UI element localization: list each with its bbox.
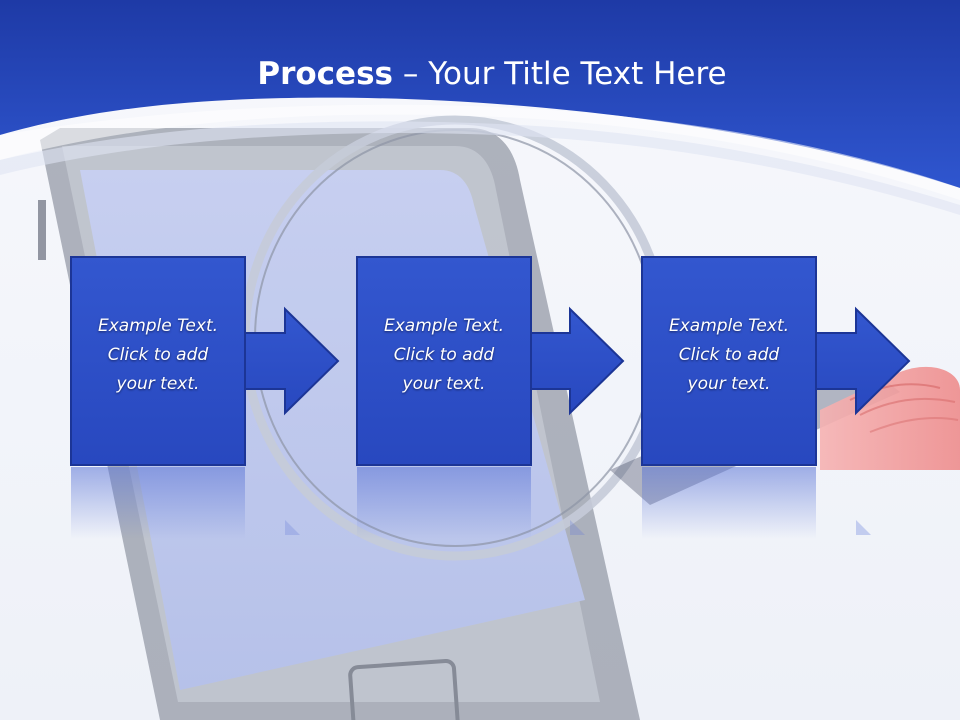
title-rest: – Your Title Text Here <box>402 56 727 92</box>
step-reflection-1 <box>71 467 245 539</box>
process-steps <box>70 256 911 539</box>
step-box-3 <box>641 256 817 466</box>
step-reflection-2 <box>357 467 531 539</box>
step-2-line-2: Click to add <box>393 345 495 365</box>
fingerprint-finger-image <box>820 366 960 470</box>
title-bold: Process <box>257 56 393 92</box>
step-2-line-3: your text. <box>402 374 486 394</box>
step-3-line-2: Click to add <box>678 345 780 365</box>
step-text-2[interactable]: Example Text. Click to add your text. <box>357 312 531 399</box>
step-1-line-3: your text. <box>116 374 200 394</box>
slide-title[interactable]: Process – Your Title Text Here <box>0 52 960 96</box>
arrow-right-icon <box>530 306 625 416</box>
step-text-1[interactable]: Example Text. Click to add your text. <box>71 312 245 399</box>
step-box-1 <box>70 256 246 466</box>
step-1-line-1: Example Text. <box>97 316 219 336</box>
arrow-right-icon <box>244 306 340 416</box>
step-text-3[interactable]: Example Text. Click to add your text. <box>642 312 816 399</box>
step-2-line-1: Example Text. <box>383 316 505 336</box>
header-band <box>0 0 960 188</box>
step-box-2 <box>356 256 532 466</box>
step-3-line-3: your text. <box>687 374 771 394</box>
step-reflection-3 <box>642 467 816 539</box>
step-3-line-1: Example Text. <box>668 316 790 336</box>
step-1-line-2: Click to add <box>107 345 209 365</box>
arrow-right-icon <box>815 306 911 416</box>
